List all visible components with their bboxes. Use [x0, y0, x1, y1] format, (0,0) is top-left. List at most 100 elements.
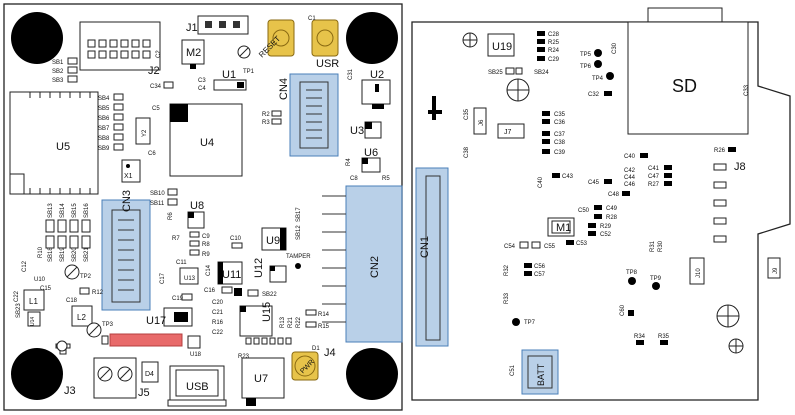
sd-card-slot — [627, 21, 749, 135]
tp8-pad — [628, 277, 636, 285]
c7-label: C40 — [538, 176, 544, 188]
mounting-hole-bl — [11, 348, 63, 400]
j4-label: J4 — [324, 347, 336, 359]
r25-label: R25 — [548, 40, 560, 46]
y2-label: Y2 — [142, 129, 148, 137]
c15-label: C15 — [40, 286, 52, 292]
m2-label: M2 — [186, 47, 201, 59]
c44-label: C42 — [624, 168, 636, 174]
c19-label: C19 — [172, 296, 184, 302]
u14-chip — [27, 311, 41, 327]
l2-inductor — [71, 305, 93, 327]
u13-label: U13 — [184, 276, 196, 282]
sb15-label: SB15 — [72, 203, 78, 218]
u5-label: U5 — [56, 141, 70, 153]
sb6-label: SB6 — [98, 116, 110, 122]
c53-label: C51 — [510, 364, 516, 376]
j9-header — [767, 257, 781, 279]
c2-label: C2 — [156, 50, 162, 58]
sb22-label: SB22 — [262, 292, 277, 298]
sb2-label: SB2 — [52, 69, 64, 75]
j7-label: J7 — [504, 129, 512, 136]
tp9-label: TP9 — [650, 276, 662, 282]
u6-label: U6 — [364, 147, 378, 159]
c36-label: C36 — [554, 120, 566, 126]
r10-label: R10 — [38, 246, 44, 258]
sb8-label: SB8 — [98, 136, 110, 142]
sb24-label: SB24 — [534, 70, 549, 76]
r32-label: R32 — [504, 264, 510, 276]
u5-module — [9, 91, 99, 195]
r3-label: R3 — [262, 120, 270, 126]
sd-label: SD — [672, 76, 697, 96]
c43-label: C41 — [648, 166, 660, 172]
c6-label: C6 — [148, 151, 156, 157]
c3-label: C3 — [198, 78, 206, 84]
c1-label: C1 — [308, 16, 316, 22]
j6-header — [473, 107, 487, 135]
j8-label: J8 — [734, 161, 746, 173]
r33-label: R33 — [504, 292, 510, 304]
c52-label: C50 — [578, 208, 590, 214]
r9-label: R9 — [202, 252, 210, 258]
r15-label: R15 — [318, 324, 330, 330]
c5-label: C5 — [152, 106, 160, 112]
reset-button[interactable] — [267, 19, 295, 57]
tp7-pad — [512, 318, 520, 326]
sb19-label: SB19 — [60, 247, 66, 262]
j7-header — [497, 123, 525, 139]
c20-label: C20 — [212, 300, 224, 306]
cn1-label: CN1 — [419, 236, 431, 258]
u8-label: U8 — [190, 200, 204, 212]
c33-label: C33 — [744, 84, 750, 96]
m1-label: M1 — [556, 222, 571, 234]
front-board: J2 C2 SB1 SB2 SB3 M2 J1 RESET USR C1 TP1 — [3, 3, 403, 411]
r24-label: R24 — [548, 48, 560, 54]
r28-label: R28 — [606, 215, 618, 221]
sb5-label: SB5 — [98, 106, 110, 112]
c30-label: C30 — [612, 42, 618, 54]
u10-label: U10 — [34, 277, 46, 283]
sb-vert-group: SB13 SB14 SB15 SB16 SB18 SB19 SB20 SB21 — [45, 203, 91, 262]
c22b-label: C22 — [14, 290, 20, 302]
c41-label: C39 — [554, 150, 566, 156]
r14-label: R14 — [318, 312, 330, 318]
c29-label: C29 — [548, 57, 560, 63]
u19-label: U19 — [492, 41, 512, 53]
usr-button[interactable] — [311, 19, 339, 57]
j1-label: J1 — [186, 22, 198, 34]
sb12-label: SB12 — [296, 225, 302, 240]
j10-header — [689, 257, 705, 285]
c45-label: C43 — [562, 174, 574, 180]
sb13-label: SB13 — [48, 203, 54, 218]
r7-label: R7 — [172, 236, 180, 242]
r4-label: R4 — [346, 158, 352, 166]
r2-label: R2 — [262, 112, 270, 118]
j2-label: J2 — [148, 65, 160, 77]
r16-label: R16 — [212, 320, 224, 326]
u13-chip — [179, 267, 199, 285]
r27-label: R27 — [648, 182, 660, 188]
r23-label: R23 — [238, 354, 250, 360]
r8-label: R8 — [202, 242, 210, 248]
sb14-label: SB14 — [60, 203, 66, 218]
c21-label: C21 — [212, 310, 224, 316]
tp5-label: TP5 — [580, 52, 592, 58]
c31-label: C31 — [348, 68, 354, 80]
r35-label: R35 — [658, 334, 670, 340]
r34-label: R34 — [634, 334, 646, 340]
d4-diode — [141, 361, 159, 383]
front-board-outline — [3, 3, 403, 411]
c16-label: C16 — [204, 288, 216, 294]
r26-label: R26 — [714, 148, 726, 154]
u4-label: U4 — [200, 137, 214, 149]
sb20-label: SB20 — [72, 247, 78, 262]
c48-label: C46 — [624, 182, 636, 188]
c55-label: C53 — [576, 241, 588, 247]
back-caps-mid: C35 C36 C37 C38 C39 — [542, 111, 566, 156]
c54-label: C52 — [600, 232, 612, 238]
c10-label: C10 — [230, 236, 242, 242]
c60-label: C60 — [620, 304, 626, 316]
cn3-connector — [101, 199, 151, 311]
